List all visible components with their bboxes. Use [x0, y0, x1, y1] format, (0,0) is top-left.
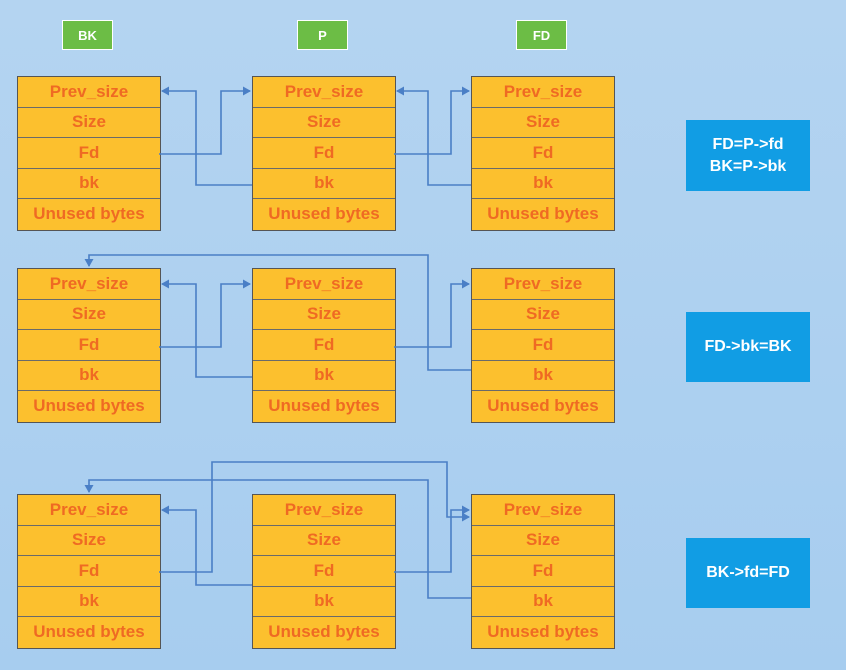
field-prev-size: Prev_size: [18, 77, 160, 108]
op-text-bk-fd: BK->fd=FD: [706, 564, 790, 581]
field-fd: Fd: [253, 138, 395, 169]
chunk-fd-row2: Prev_size Size Fd bk Unused bytes: [471, 268, 615, 423]
field-size: Size: [253, 525, 395, 556]
arrow-fd-bk-to-bk: [84, 479, 471, 599]
chunk-bk-row2: Prev_size Size Fd bk Unused bytes: [17, 268, 161, 423]
field-bk: bk: [472, 168, 614, 199]
field-prev-size: Prev_size: [253, 495, 395, 526]
field-prev-size: Prev_size: [253, 77, 395, 108]
p-label-text: P: [318, 27, 327, 43]
field-prev-size: Prev_size: [472, 77, 614, 108]
chunk-bk-row1: Prev_size Size Fd bk Unused bytes: [17, 76, 161, 231]
field-prev-size: Prev_size: [253, 269, 395, 300]
arrow-p-fd-to-fd: [394, 86, 470, 155]
field-bk: bk: [253, 168, 395, 199]
field-bk: bk: [472, 360, 614, 391]
field-size: Size: [472, 107, 614, 138]
field-fd: Fd: [18, 556, 160, 587]
field-unused-bytes: Unused bytes: [18, 391, 160, 422]
arrow-p-fd-to-fd: [394, 279, 470, 348]
field-unused-bytes: Unused bytes: [18, 617, 160, 648]
op-box-fd-bk: FD->bk=BK: [686, 312, 810, 382]
field-unused-bytes: Unused bytes: [253, 391, 395, 422]
field-unused-bytes: Unused bytes: [472, 391, 614, 422]
field-prev-size: Prev_size: [18, 495, 160, 526]
fd-label: FD: [516, 20, 567, 50]
arrow-p-bk-to-bk: [161, 505, 252, 586]
field-unused-bytes: Unused bytes: [472, 199, 614, 230]
field-fd: Fd: [18, 138, 160, 169]
field-fd: Fd: [253, 330, 395, 361]
arrow-fd-bk-to-bk: [84, 254, 471, 371]
arrow-p-bk-to-bk: [161, 86, 252, 186]
field-bk: bk: [18, 168, 160, 199]
op-box-bk-fd: BK->fd=FD: [686, 538, 810, 608]
op-box-unlink-assign: FD=P->fd BK=P->bk: [686, 120, 810, 191]
chunk-p-row1: Prev_size Size Fd bk Unused bytes: [252, 76, 396, 231]
chunk-bk-row3: Prev_size Size Fd bk Unused bytes: [17, 494, 161, 649]
arrow-fd-bk-to-p: [396, 86, 471, 186]
op-text-fd-bk: FD->bk=BK: [704, 338, 792, 355]
field-fd: Fd: [18, 330, 160, 361]
field-fd: Fd: [472, 330, 614, 361]
field-prev-size: Prev_size: [472, 495, 614, 526]
field-size: Size: [253, 299, 395, 330]
field-unused-bytes: Unused bytes: [253, 617, 395, 648]
field-size: Size: [472, 525, 614, 556]
bk-label: BK: [62, 20, 113, 50]
field-fd: Fd: [472, 556, 614, 587]
field-size: Size: [18, 525, 160, 556]
field-bk: bk: [18, 360, 160, 391]
field-size: Size: [18, 299, 160, 330]
chunk-fd-row3: Prev_size Size Fd bk Unused bytes: [471, 494, 615, 649]
field-unused-bytes: Unused bytes: [18, 199, 160, 230]
field-prev-size: Prev_size: [18, 269, 160, 300]
field-size: Size: [18, 107, 160, 138]
field-size: Size: [472, 299, 614, 330]
field-fd: Fd: [253, 556, 395, 587]
field-size: Size: [253, 107, 395, 138]
field-unused-bytes: Unused bytes: [253, 199, 395, 230]
p-label: P: [297, 20, 348, 50]
arrow-p-bk-to-bk: [161, 279, 252, 378]
field-bk: bk: [253, 586, 395, 617]
fd-label-text: FD: [532, 27, 551, 43]
chunk-p-row3: Prev_size Size Fd bk Unused bytes: [252, 494, 396, 649]
chunk-p-row2: Prev_size Size Fd bk Unused bytes: [252, 268, 396, 423]
op-line-bk-assign: BK=P->bk: [709, 157, 787, 175]
field-bk: bk: [472, 586, 614, 617]
arrow-p-fd-to-fd: [394, 505, 470, 573]
field-bk: bk: [18, 586, 160, 617]
field-fd: Fd: [472, 138, 614, 169]
field-prev-size: Prev_size: [472, 269, 614, 300]
bk-label-text: BK: [78, 27, 97, 43]
field-bk: bk: [253, 360, 395, 391]
arrow-bk-fd-to-p: [159, 279, 251, 348]
arrow-bk-fd-to-p: [159, 86, 251, 155]
op-line-fd-assign: FD=P->fd: [712, 135, 784, 153]
field-unused-bytes: Unused bytes: [472, 617, 614, 648]
arrow-bk-fd-to-fd: [159, 461, 470, 573]
chunk-fd-row1: Prev_size Size Fd bk Unused bytes: [471, 76, 615, 231]
